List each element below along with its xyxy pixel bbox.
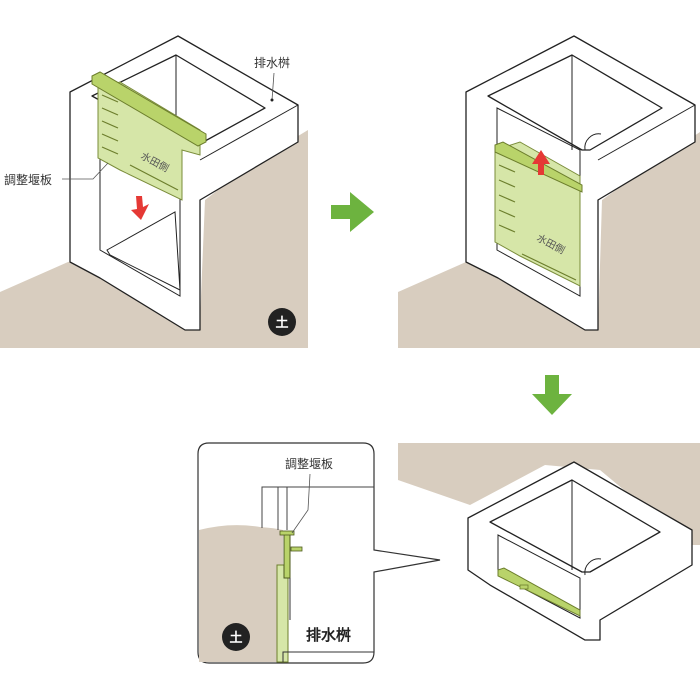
- cross-section-callout: 調整堰板 排水桝 土: [197, 442, 441, 664]
- catch-basin-label: 排水桝: [254, 55, 290, 70]
- down-arrow-icon: [131, 196, 149, 220]
- next-step-arrow-icon: [331, 192, 374, 232]
- weir-plate: [97, 81, 201, 201]
- svg-text:土: 土: [229, 630, 242, 646]
- soil-badge-callout: 土: [222, 623, 250, 651]
- next-step-arrow-down-icon: [532, 375, 572, 415]
- soil-area: [0, 130, 308, 348]
- soil-badge: 土: [268, 308, 296, 336]
- weir-plate-installed: [497, 567, 581, 617]
- panel-step-2: 水田側: [398, 35, 700, 348]
- catch-basin-callout-label: 排水桝: [306, 626, 351, 644]
- adjust-weir-plate-callout-label: 調整堰板: [285, 456, 333, 471]
- up-arrow-icon: [532, 150, 550, 175]
- adjust-weir-plate-label: 調整堰板: [4, 172, 52, 187]
- panel-step-1: 水田側 排水桝 調整堰板 土: [0, 35, 308, 348]
- panel-step-3: [398, 443, 700, 641]
- svg-text:土: 土: [275, 315, 288, 331]
